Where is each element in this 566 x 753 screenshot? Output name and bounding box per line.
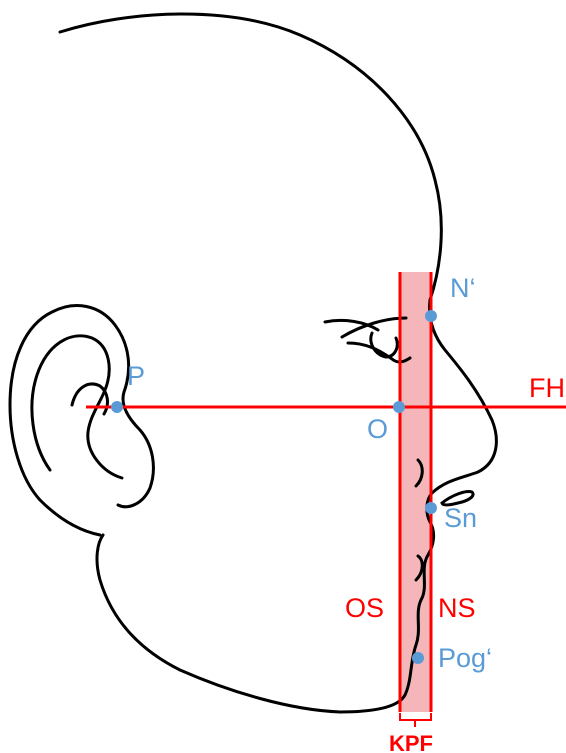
pog-prime-point [412, 652, 424, 664]
n-prime-point [425, 310, 437, 322]
sn-label: Sn [444, 503, 477, 533]
p-point [111, 401, 123, 413]
n-prime-label: N‘ [450, 273, 476, 303]
fh-label: FH [529, 373, 565, 403]
o-point [393, 401, 405, 413]
os-label: OS [345, 593, 384, 623]
kpf-label: KPF [389, 731, 433, 753]
kpf-bracket [400, 713, 431, 727]
p-label: P [127, 361, 145, 391]
pog-prime-label: Pog‘ [438, 643, 492, 673]
eyelash-outline [325, 320, 378, 330]
sn-point [425, 502, 437, 514]
head-outline [60, 14, 441, 300]
ns-label: NS [438, 593, 476, 623]
o-label: O [367, 414, 388, 444]
